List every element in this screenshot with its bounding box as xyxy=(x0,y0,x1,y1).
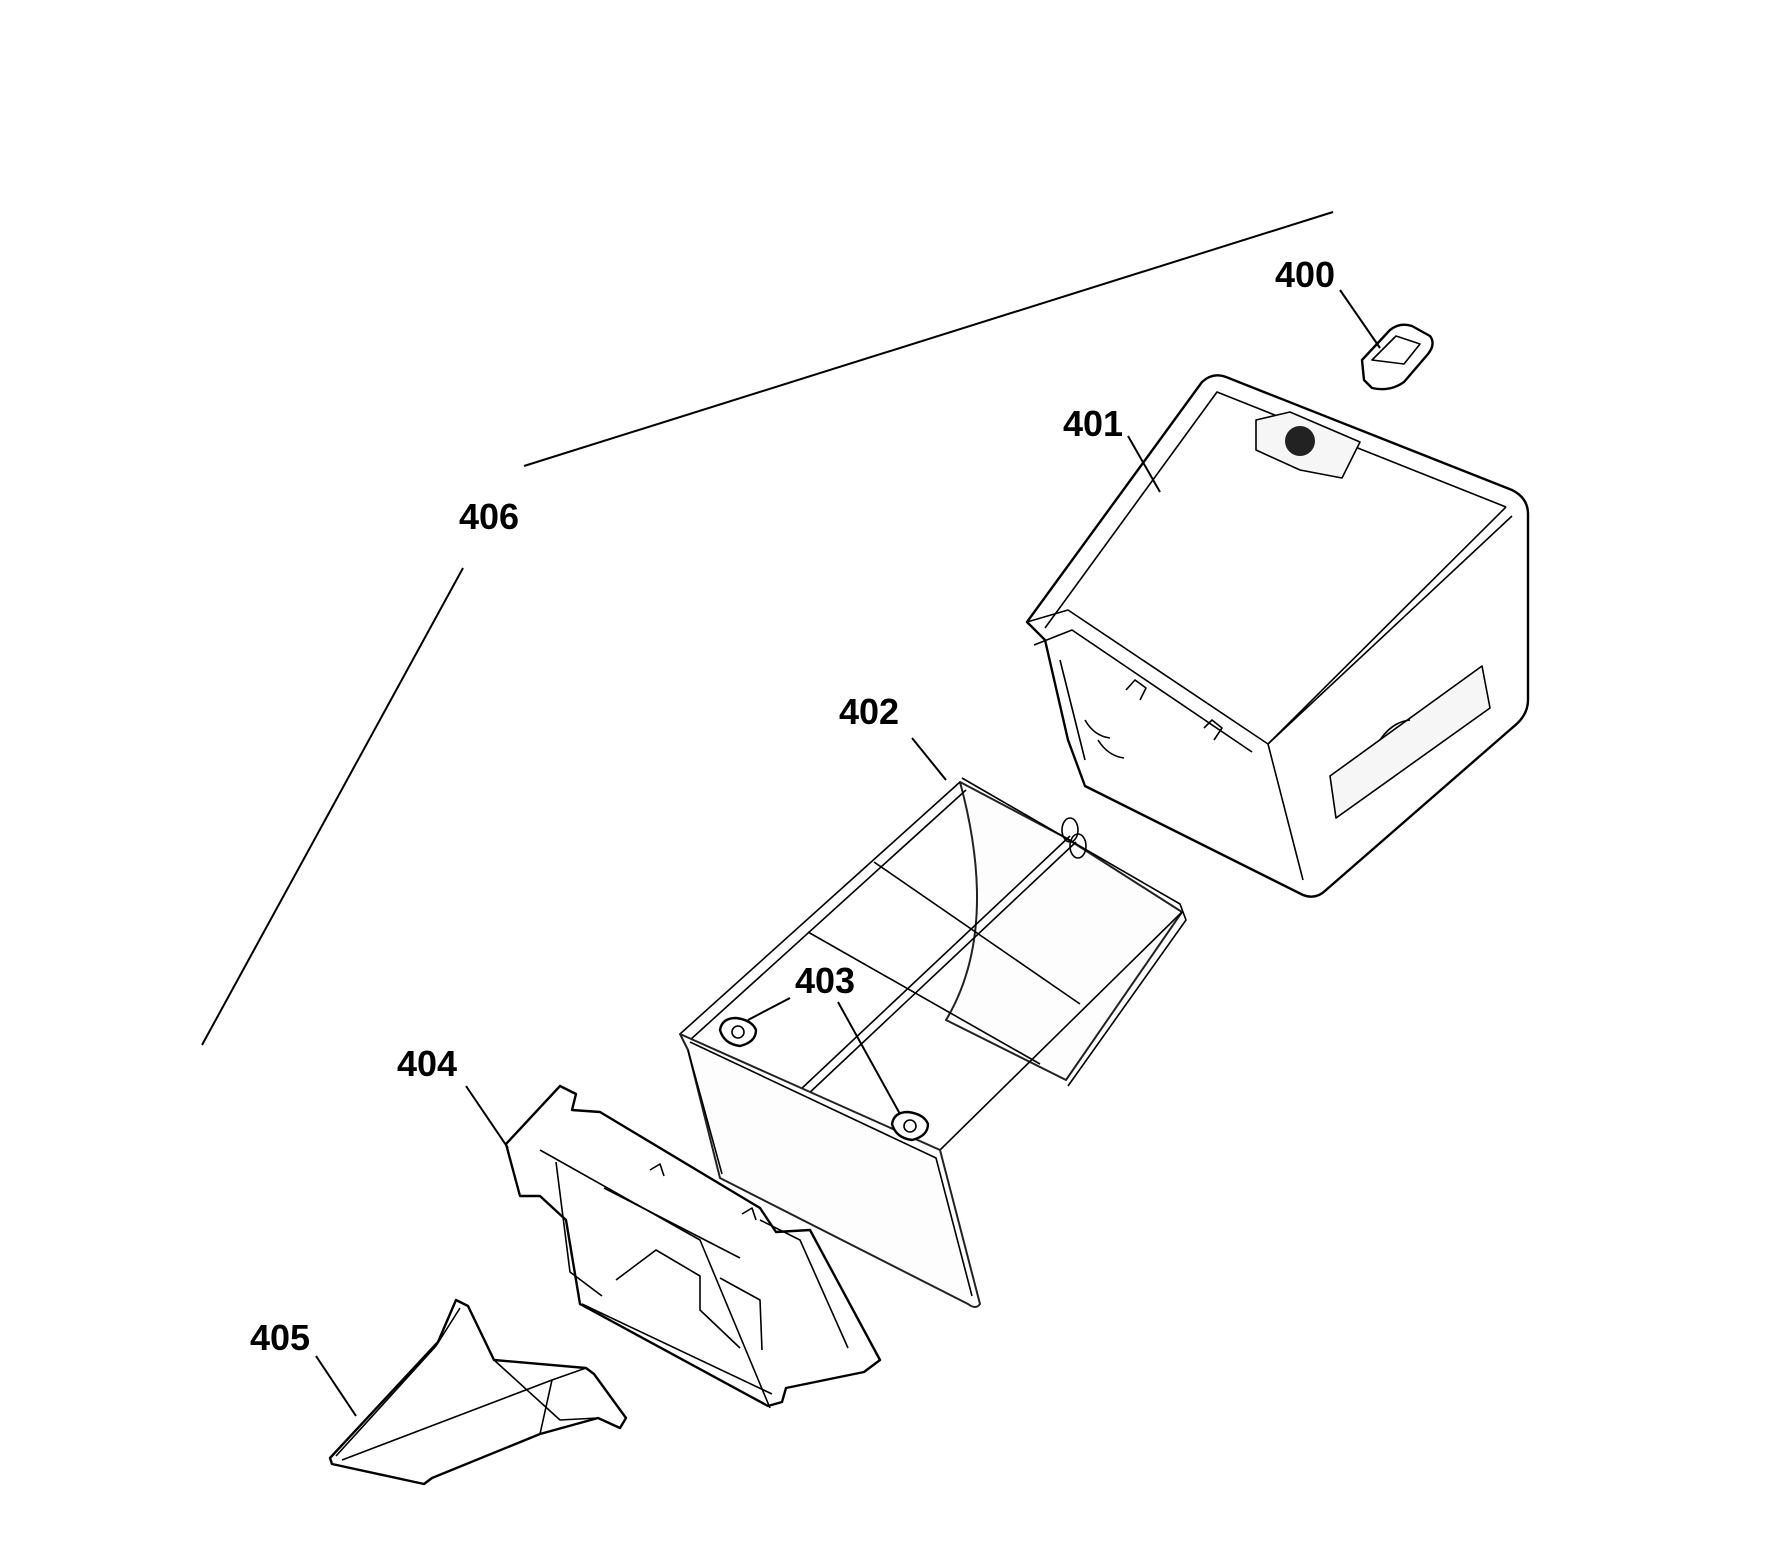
assembly-bracket-406 xyxy=(201,211,1334,1046)
label-405: 405 xyxy=(250,1317,310,1358)
label-401: 401 xyxy=(1063,403,1123,444)
label-402: 402 xyxy=(839,691,899,732)
part-labels: 400 401 402 403 404 405 406 xyxy=(250,254,1335,1358)
label-404: 404 xyxy=(397,1043,457,1084)
part-404-holder xyxy=(504,1084,882,1409)
label-403: 403 xyxy=(795,960,855,1001)
part-402-frame xyxy=(679,777,1187,1308)
part-405-chute xyxy=(328,1298,628,1486)
label-406: 406 xyxy=(459,496,519,537)
leader-lines xyxy=(315,289,1381,1417)
label-400: 400 xyxy=(1275,254,1335,295)
part-400-cap xyxy=(1360,323,1434,391)
part-403-clips xyxy=(718,1016,930,1142)
part-401-bin-housing xyxy=(1025,374,1530,898)
